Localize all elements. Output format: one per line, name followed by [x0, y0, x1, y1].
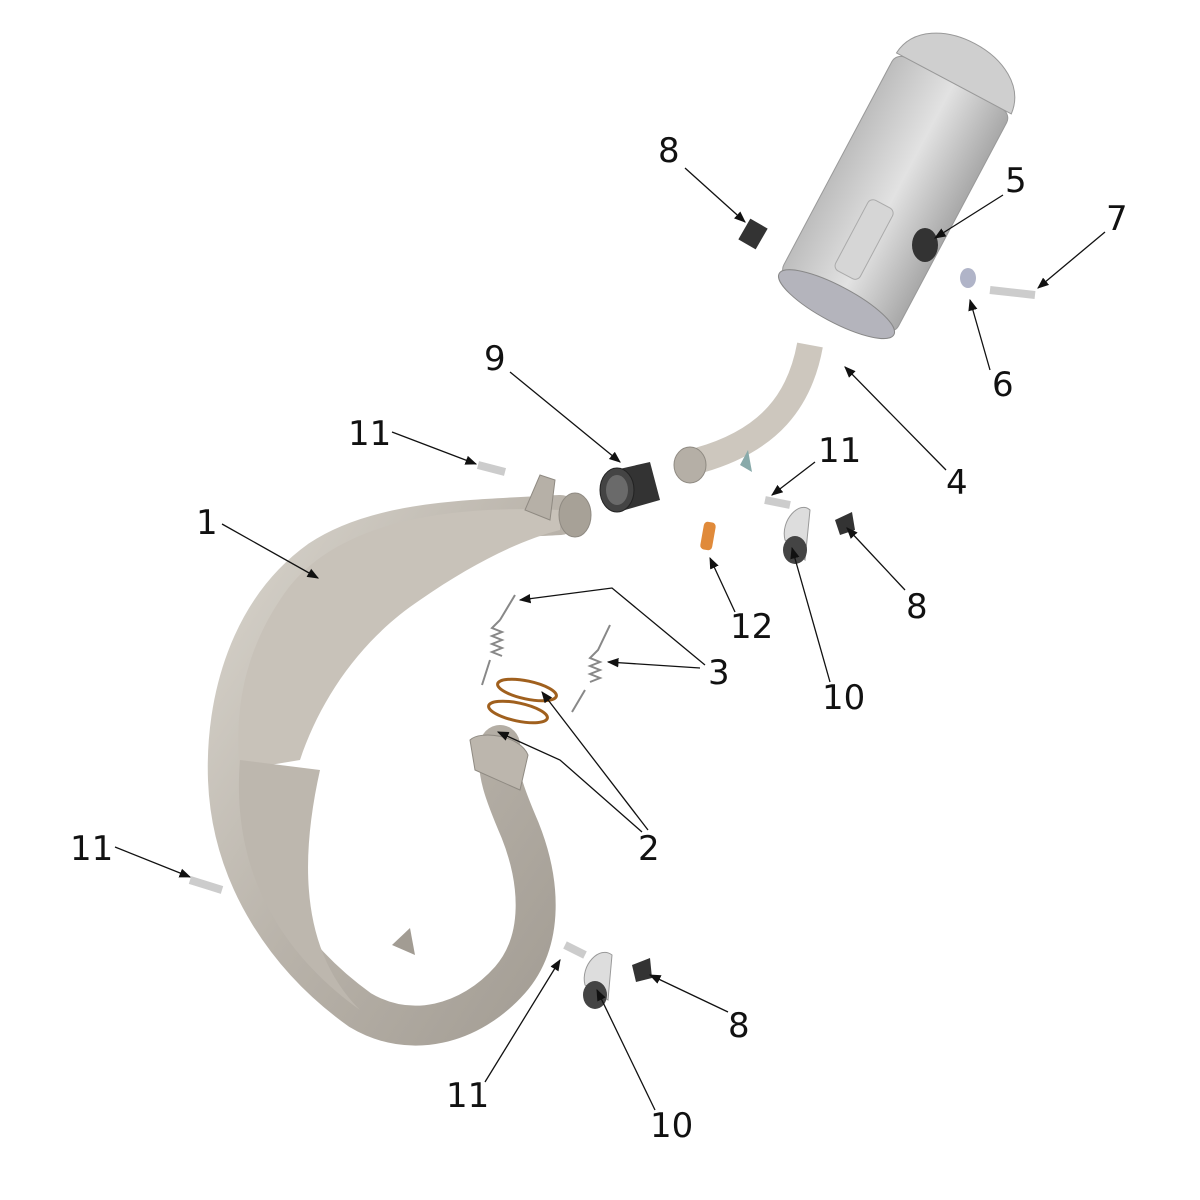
- callout-number: 10: [650, 1106, 693, 1146]
- callout-number: 10: [822, 678, 865, 718]
- leader-line: [648, 974, 729, 1013]
- callout-number: 11: [446, 1076, 489, 1116]
- callout-number: 1: [196, 503, 218, 543]
- leader-line: [509, 371, 621, 463]
- leader-line: [496, 731, 643, 833]
- leader-line: [221, 523, 320, 579]
- leader-line: [790, 546, 831, 683]
- leader-line: [968, 298, 991, 371]
- springs-part: [481, 594, 611, 713]
- callout-number: 2: [638, 829, 660, 869]
- callout-number: 11: [348, 414, 391, 454]
- leader-line: [484, 959, 561, 1083]
- callout-number: 9: [484, 339, 506, 379]
- callout-number: 3: [708, 653, 730, 693]
- callout-number: 8: [906, 587, 928, 627]
- leader-line: [771, 461, 816, 496]
- callout-number: 11: [70, 829, 113, 869]
- silencer-part: [673, 32, 1016, 484]
- hardware-parts: [188, 218, 1036, 1009]
- leader-line: [518, 587, 706, 666]
- coupler-part: [599, 462, 660, 513]
- leader-line: [684, 167, 746, 223]
- leader-line: [114, 846, 192, 878]
- leader-line: [1037, 231, 1106, 289]
- leader-line: [541, 691, 649, 831]
- leader-line: [391, 431, 478, 465]
- leader-line: [934, 194, 1004, 239]
- callout-number: 8: [728, 1006, 750, 1046]
- callout-number: 11: [818, 431, 861, 471]
- leader-line: [709, 556, 736, 613]
- leader-line: [844, 366, 947, 471]
- callout-number: 8: [658, 131, 680, 171]
- leader-line: [606, 658, 701, 669]
- leader-line: [846, 527, 906, 591]
- callout-number: 7: [1106, 199, 1128, 239]
- callout-number: 4: [946, 463, 968, 503]
- leader-line: [596, 988, 656, 1111]
- callout-number: 5: [1005, 161, 1027, 201]
- callout-number: 12: [730, 607, 773, 647]
- o-rings-part: [487, 677, 558, 725]
- callout-number: 6: [992, 365, 1014, 405]
